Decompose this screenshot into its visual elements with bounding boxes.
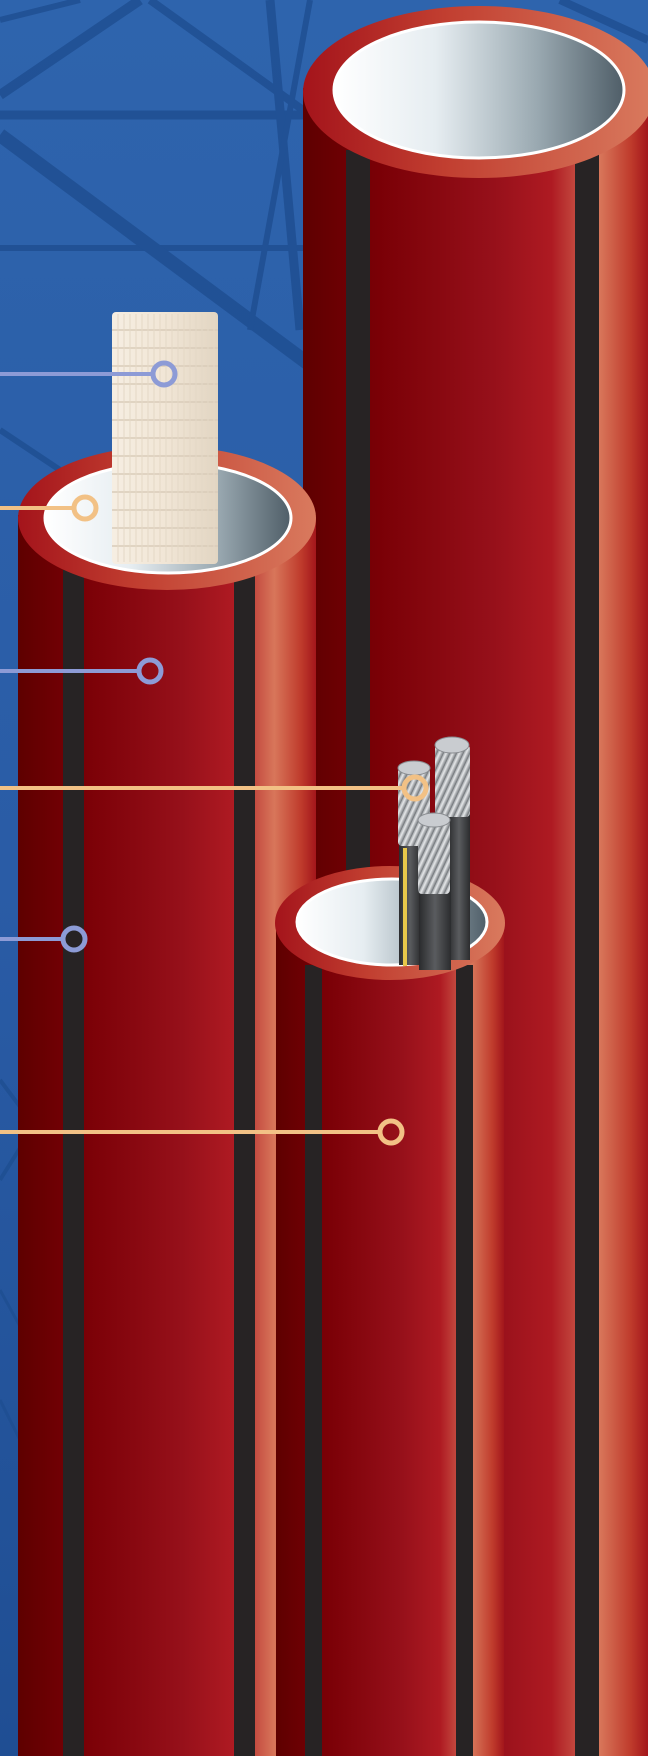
pipe-medium-left	[18, 446, 316, 1756]
cable-jacket	[448, 810, 470, 960]
cable-strand	[418, 820, 450, 894]
pipe-stripe	[305, 965, 322, 1756]
pipe-stripe	[575, 150, 599, 1756]
cable-tracer	[403, 848, 407, 966]
innerduct-sleeve	[112, 312, 218, 564]
pipe-stripe	[456, 965, 473, 1756]
pipe-stripe	[234, 570, 255, 1756]
pipe-small-front	[275, 866, 505, 1756]
pipe-interior	[334, 22, 624, 158]
pipe-stripe	[63, 570, 84, 1756]
cable-strand	[435, 745, 470, 817]
